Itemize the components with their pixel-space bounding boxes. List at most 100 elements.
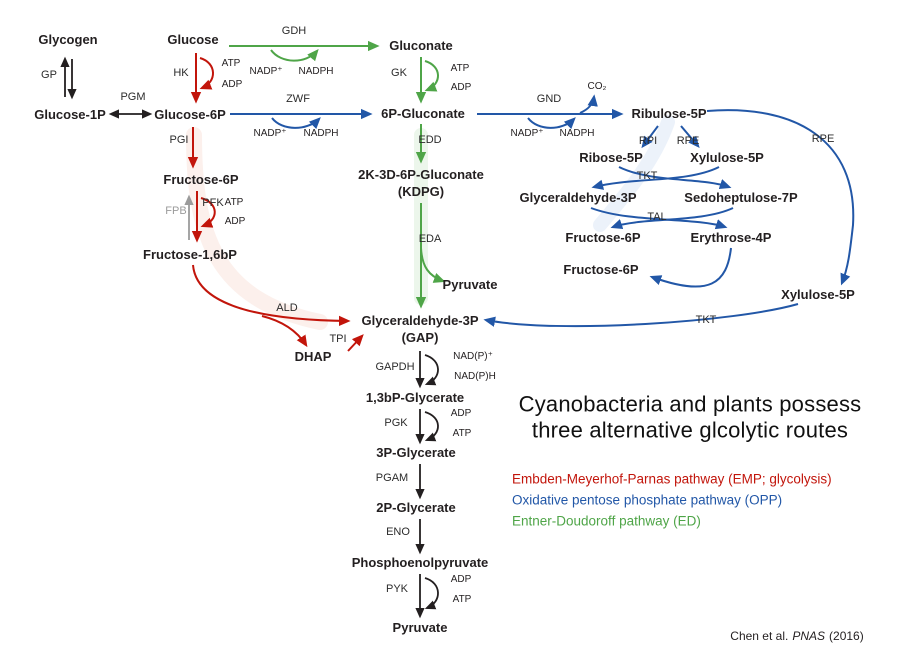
- metabolite-glycogen: Glycogen: [38, 32, 98, 48]
- arrow-gnd-cofactor: [527, 117, 576, 130]
- metabolite-xylulose-5p-lower: Xylulose-5P: [781, 287, 855, 303]
- metabolite-fructose-6p-opp-a: Fructose-6P: [565, 230, 641, 246]
- metabolite-ribose-5p: Ribose-5P: [579, 150, 643, 166]
- arrow-pfk-cofactor: [200, 197, 216, 228]
- arrow-tkt-upper-b: [591, 166, 720, 190]
- enzyme-rpi: RPI: [638, 135, 658, 148]
- enzyme-pyk: PYK: [385, 583, 409, 596]
- metabolite-glucose: Glucose: [167, 32, 219, 48]
- enzyme-rpe-right: RPE: [811, 133, 835, 146]
- enzyme-tal: TAL: [647, 211, 667, 224]
- metabolite-ribulose-5p: Ribulose-5P: [631, 106, 707, 122]
- citation-authors: Chen et al.: [730, 629, 789, 643]
- ed-arrows: [229, 40, 446, 309]
- metabolite-gap-line1: Glyceraldehyde-3P: [361, 313, 479, 329]
- enzyme-eda: EDA: [418, 233, 442, 246]
- cofactor-co2: CO₂: [587, 80, 607, 92]
- enzyme-tkt-upper: TKT: [636, 170, 658, 183]
- arrow-hk-cofactor: [199, 57, 214, 90]
- cofactor-pyk-adp: ADP: [450, 573, 472, 585]
- enzyme-edd: EDD: [418, 134, 442, 147]
- arrow-ald-to-gap: [192, 264, 351, 327]
- cofactor-gdh-nadp: NADP⁺: [249, 65, 283, 77]
- cofactor-gk-atp: ATP: [450, 62, 470, 74]
- legend-emp-pathway: Embden-Meyerhof-Parnas pathway (EMP; gly…: [512, 471, 832, 487]
- enzyme-zwf: ZWF: [286, 93, 310, 106]
- arrow-tal-b: [610, 207, 734, 229]
- metabolite-erythrose-4p: Erythrose-4P: [690, 230, 772, 246]
- enzyme-pgk: PGK: [384, 417, 408, 430]
- cofactor-pgk-atp: ATP: [452, 427, 472, 439]
- black-arrows: [60, 56, 439, 619]
- cofactor-gnd-nadph: NADPH: [559, 127, 595, 139]
- enzyme-hk: HK: [173, 67, 189, 80]
- metabolite-glucose-6p: Glucose-6P: [154, 107, 226, 123]
- citation-journal: PNAS: [792, 629, 826, 643]
- cofactor-pfk-atp: ATP: [224, 196, 244, 208]
- cofactor-pfk-adp: ADP: [224, 215, 246, 227]
- caption-line1: Cyanobacteria and plants possess: [518, 391, 862, 417]
- metabolite-sedoheptulose-7p: Sedoheptulose-7P: [684, 190, 798, 206]
- arrow-gapdh-cofactor: [424, 354, 439, 386]
- metabolite-xylulose-5p-upper: Xylulose-5P: [690, 150, 764, 166]
- arrow-gdh-cofactor: [270, 49, 319, 62]
- enzyme-pgm: PGM: [120, 91, 146, 104]
- enzyme-gnd: GND: [536, 93, 562, 106]
- metabolite-dhap: DHAP: [294, 349, 332, 365]
- legend-opp-pathway: Oxidative pentose phosphate pathway (OPP…: [512, 492, 783, 508]
- metabolite-fructose-16bp: Fructose-1,6bP: [143, 247, 237, 263]
- arrow-rpe-right-curve: [706, 109, 855, 286]
- arrow-pgk-cofactor: [424, 411, 439, 442]
- cofactor-gapdh-nadph: NAD(P)H: [454, 370, 496, 382]
- enzyme-eno: ENO: [386, 526, 410, 539]
- legend-ed-pathway: Entner-Doudoroff pathway (ED): [512, 513, 701, 529]
- metabolite-13bp-glycerate: 1,3bP-Glycerate: [365, 390, 465, 406]
- arrow-tkt-lower-to-f6p: [649, 247, 732, 288]
- arrow-eda-to-pyruvate: [420, 247, 446, 283]
- cofactor-zwf-nadph: NADPH: [303, 127, 339, 139]
- arrow-pyk-cofactor: [424, 577, 439, 610]
- cofactor-gnd-nadp: NADP⁺: [510, 127, 544, 139]
- cofactor-gdh-nadph: NADPH: [298, 65, 334, 77]
- enzyme-gapdh: GAPDH: [375, 361, 415, 374]
- arrow-tkt-lower-to-gap: [483, 303, 799, 328]
- arrow-tkt-upper-a: [618, 166, 732, 189]
- arrow-gk-cofactor: [424, 60, 439, 92]
- metabolite-glucose-1p: Glucose-1P: [34, 107, 106, 123]
- metabolite-pyruvate-ed: Pyruvate: [442, 277, 498, 293]
- cofactor-pyk-atp: ATP: [452, 593, 472, 605]
- caption-line2: three alternative glcolytic routes: [531, 417, 849, 443]
- arrow-rpe-upper: [680, 125, 700, 148]
- enzyme-pgi: PGI: [169, 134, 189, 147]
- cofactor-gk-adp: ADP: [450, 81, 472, 93]
- metabolite-6p-gluconate: 6P-Gluconate: [381, 106, 465, 122]
- enzyme-rpe-upper: RPE: [676, 135, 700, 148]
- arrow-ald-to-dhap: [261, 315, 308, 348]
- metabolite-pyruvate-emp: Pyruvate: [392, 620, 448, 636]
- arrow-co2-release: [579, 94, 598, 114]
- cofactor-hk-adp: ADP: [221, 78, 243, 90]
- enzyme-gp: GP: [41, 69, 57, 82]
- cofactor-pgk-adp: ADP: [450, 407, 472, 419]
- metabolite-glyceraldehyde-3p-opp: Glyceraldehyde-3P: [519, 190, 637, 206]
- enzyme-pfk: PFK: [202, 197, 224, 210]
- enzyme-pgam: PGAM: [375, 472, 409, 485]
- arrow-zwf-cofactor: [271, 117, 321, 130]
- enzyme-tkt-lower: TKT: [695, 314, 717, 327]
- metabolite-fructose-6p-emp: Fructose-6P: [163, 172, 239, 188]
- opp-arrows: [230, 94, 855, 328]
- metabolite-kdpg-line2: (KDPG): [397, 184, 445, 200]
- metabolite-gap-line2: (GAP): [401, 330, 439, 346]
- citation-year: (2016): [829, 629, 864, 643]
- cofactor-zwf-nadp: NADP⁺: [253, 127, 287, 139]
- metabolite-2p-glycerate: 2P-Glycerate: [376, 500, 456, 516]
- metabolite-pep: Phosphoenolpyruvate: [351, 555, 489, 571]
- metabolite-kdpg-line1: 2K-3D-6P-Gluconate: [358, 167, 484, 183]
- citation: Chen et al. PNAS (2016): [730, 629, 863, 643]
- enzyme-ald: ALD: [276, 302, 298, 315]
- enzyme-tpi: TPI: [329, 333, 347, 346]
- metabolite-fructose-6p-opp-b: Fructose-6P: [563, 262, 639, 278]
- cofactor-gapdh-nadp: NAD(P)⁺: [453, 350, 493, 362]
